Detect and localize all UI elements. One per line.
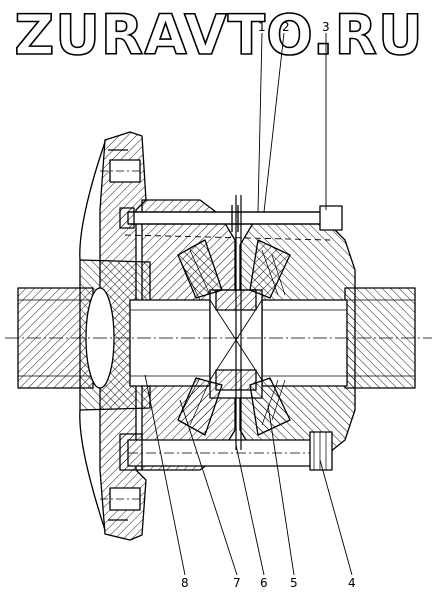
watermark: ZURAVTO.RU <box>14 2 424 66</box>
side-gear-bottom-right <box>249 377 291 436</box>
callout-7: 7 <box>233 576 241 590</box>
callout-5: 5 <box>290 576 298 590</box>
bolt-top <box>127 211 334 225</box>
callout-2: 2 <box>282 20 290 34</box>
side-gear-bottom-left <box>177 377 223 436</box>
axle-bore-right <box>261 299 348 387</box>
side-gear-top-right <box>249 239 291 299</box>
callout-6: 6 <box>260 576 268 590</box>
callout-8: 8 <box>181 576 189 590</box>
callout-3: 3 <box>322 20 330 34</box>
watermark-text: ZURAVTO.RU <box>14 3 423 66</box>
callout-labels: 1 2 3 8 7 6 5 4 <box>181 20 356 590</box>
callout-4: 4 <box>348 576 356 590</box>
side-gear-top-left <box>177 239 223 299</box>
axle-bore-left <box>129 299 211 387</box>
callout-1: 1 <box>258 20 266 34</box>
